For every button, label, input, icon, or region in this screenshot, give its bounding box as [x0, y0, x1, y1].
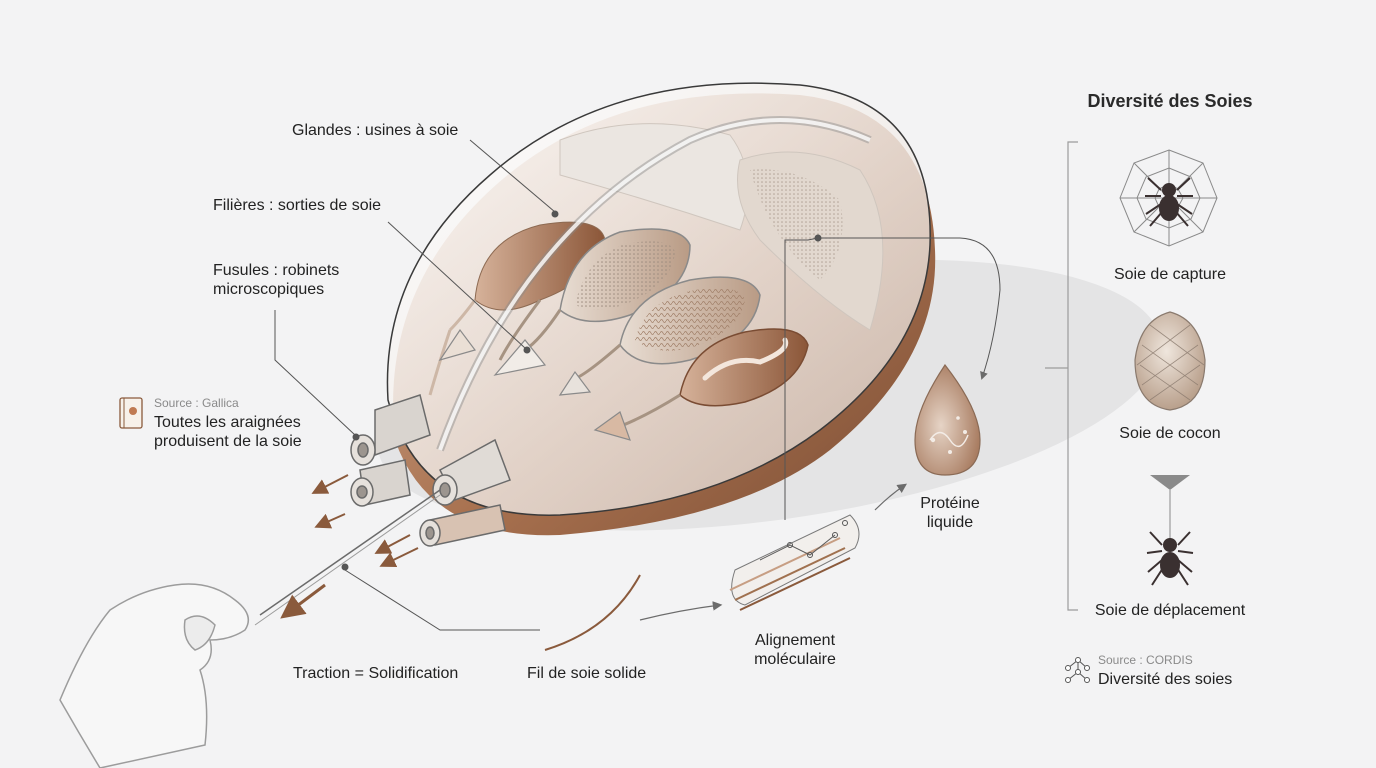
- panel-item-capture: Soie de capture: [1113, 266, 1227, 283]
- source-cordis: Source : CORDIS Diversité des soies: [1098, 651, 1232, 689]
- panel-title: Diversité des Soies: [1087, 91, 1253, 111]
- label-alignement: Alignement moléculaire: [740, 631, 850, 669]
- traction-arrows: [280, 474, 419, 619]
- leader-lines: [274, 139, 1001, 631]
- source-gallica-line1: Toutes les araignées: [154, 414, 301, 431]
- book-icon: [119, 397, 143, 429]
- diversity-panel: [1045, 141, 1218, 611]
- label-glandes: Glandes : usines à soie: [292, 122, 459, 139]
- dangling-spider-icon: [1146, 475, 1194, 586]
- spider-icon: [1145, 177, 1193, 227]
- label-fusules-line2: microscopiques: [213, 281, 325, 298]
- molecule-icon: [1065, 657, 1090, 683]
- label-proteine: Protéine liquide: [912, 494, 988, 532]
- panel-item-cocon: Soie de cocon: [1119, 425, 1221, 442]
- source-cordis-text: Diversité des soies: [1098, 671, 1233, 688]
- label-fil: Fil de soie solide: [527, 665, 647, 682]
- label-alignement-line2: moléculaire: [754, 651, 836, 668]
- silk-thread: [254, 489, 441, 626]
- label-fusules-line1: Fusules : robinets: [213, 262, 340, 279]
- label-filieres: Filières : sorties de soie: [213, 197, 382, 214]
- hand-illustration: [59, 583, 250, 768]
- molecular-alignment-icon: [639, 483, 907, 621]
- label-traction: Traction = Solidification: [293, 665, 459, 682]
- cocoon-icon: [1134, 311, 1206, 411]
- solid-thread-curve: [544, 574, 641, 651]
- source-gallica: Source : Gallica Toutes les araignées pr…: [154, 394, 302, 451]
- protein-droplet-icon: [914, 363, 981, 476]
- label-fusules: Fusules : robinets microscopiques: [213, 261, 339, 299]
- spider-abdomen-cutaway: [350, 82, 1161, 547]
- label-proteine-line2: liquide: [926, 514, 974, 531]
- panel-item-deplacement: Soie de déplacement: [1094, 602, 1246, 619]
- source-gallica-caption: Source : Gallica: [154, 396, 239, 410]
- label-alignement-line1: Alignement: [754, 632, 836, 649]
- label-proteine-line1: Protéine: [920, 495, 980, 512]
- source-cordis-caption: Source : CORDIS: [1098, 653, 1193, 667]
- source-gallica-line2: produisent de la soie: [154, 433, 302, 450]
